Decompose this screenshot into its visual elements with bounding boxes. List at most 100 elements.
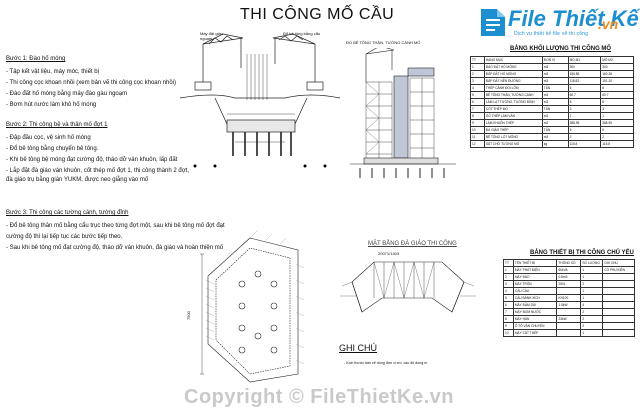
table-cell bbox=[602, 280, 635, 288]
table-cell: CẦU CẨU bbox=[512, 287, 558, 295]
table-cell bbox=[602, 287, 635, 295]
step-1-line: - Đào đất hố móng bằng máy đào gàu ngoạm bbox=[6, 91, 128, 97]
table-cell: 5 bbox=[503, 294, 514, 302]
table-cell bbox=[556, 322, 582, 330]
table-cell: 2 bbox=[503, 273, 514, 281]
scaffold-plan-title: MẶT BẰNG ĐÀ GIÁO THI CÔNG bbox=[368, 241, 457, 247]
table-cell bbox=[602, 322, 635, 330]
table-cell: 300 bbox=[600, 63, 634, 71]
table-cell: 388.95 bbox=[600, 119, 634, 127]
table-cell: 5 bbox=[470, 91, 485, 99]
table-cell: MÁY ĐÀO bbox=[512, 273, 558, 281]
table-cell: 7 bbox=[470, 105, 485, 113]
table-cell: LÀM KHUÔN THÉP bbox=[483, 119, 543, 127]
table-cell: GỖ THÉP LÀM VÁN bbox=[483, 112, 543, 120]
step-2-line: - Khi bê tông bệ móng đạt cường độ, tháo… bbox=[6, 157, 178, 163]
table-cell: 1 bbox=[580, 294, 604, 302]
table-cell: 1 bbox=[580, 329, 604, 337]
step-3-line: cường độ thì lại tiếp tục các bước tiếp … bbox=[6, 234, 123, 240]
step-2-line: - Đập đầu cọc, vệ sinh hố móng bbox=[6, 135, 91, 141]
table-cell: TẤN bbox=[541, 105, 569, 113]
table-cell: TẤN bbox=[541, 126, 569, 134]
table-cell: 60kVA bbox=[556, 266, 582, 274]
table-cell: 8 bbox=[470, 112, 485, 120]
table1-header-cell: MỐ M2 bbox=[600, 56, 634, 64]
note-text: - Kích thước bản vẽ dùng đơn vị cm, cao … bbox=[344, 361, 428, 365]
scaffold-plan-drawing bbox=[340, 261, 476, 313]
table-cell: 156.85 bbox=[567, 70, 602, 78]
table-cell: 4 bbox=[580, 301, 604, 309]
table-cell: 8 bbox=[600, 98, 634, 106]
table-cell: 2 bbox=[567, 133, 602, 141]
table-cell: 6 bbox=[600, 84, 634, 92]
table-cell: 1 bbox=[580, 287, 604, 295]
table-cell: m3 bbox=[541, 91, 569, 99]
table-cell: CÓ PHỤ KIỆN bbox=[602, 266, 635, 274]
table-cell: 300 bbox=[567, 63, 602, 71]
table-cell bbox=[602, 301, 635, 309]
table2-title: BẢNG THIẾT BỊ THI CÔNG CHỦ YẾU bbox=[530, 250, 634, 256]
table-cell: 3 bbox=[470, 77, 485, 85]
table-cell: ĐÀO ĐẤT HỐ MÓNG bbox=[483, 63, 543, 71]
table-cell: MÁY PHÁT ĐIỆN bbox=[512, 266, 558, 274]
table-cell: CẨU BÁNH XÍCH bbox=[512, 294, 558, 302]
table-cell: 11 bbox=[470, 133, 485, 141]
plan-vertical-dimension: 7500 bbox=[186, 311, 191, 320]
table-cell: 6 bbox=[503, 301, 514, 309]
table-cell: 5 bbox=[600, 126, 634, 134]
table-cell: 2 bbox=[580, 322, 604, 330]
table-cell: 1 bbox=[470, 63, 485, 71]
table-cell: 250L bbox=[556, 280, 582, 288]
table-cell: 1 bbox=[567, 112, 602, 120]
logo-tagline: Dịch vụ thiết kế file vẽ thi công bbox=[514, 31, 589, 37]
table-cell bbox=[602, 329, 635, 337]
table-cell: 118.82 bbox=[567, 77, 602, 85]
crane-right-label: Đổ bê tông bằng cẩu bbox=[283, 31, 321, 36]
table1-title: BẢNG KHỐI LƯỢNG THI CÔNG MỐ bbox=[510, 46, 612, 52]
table-cell: m3 bbox=[541, 63, 569, 71]
table-cell: 115.8 bbox=[600, 140, 634, 148]
table-cell bbox=[556, 308, 582, 316]
table-cell: 3 bbox=[503, 280, 514, 288]
step-1-line: - Bơm hút nước làm khô hố móng bbox=[6, 102, 97, 108]
table-cell bbox=[556, 329, 582, 337]
table-cell: CỐT THÉP MỐ bbox=[483, 105, 543, 113]
table-cell bbox=[602, 273, 635, 281]
table-cell: 8 bbox=[503, 315, 514, 323]
file-icon bbox=[481, 9, 505, 36]
table-cell: ĐÀ GIÁO THÉP bbox=[483, 126, 543, 134]
construction-steps-2: Bước 2: Thi công bệ và thân mố đợt 1 - Đ… bbox=[6, 122, 191, 184]
table-cell: 3 bbox=[600, 105, 634, 113]
table-cell: m3 bbox=[541, 133, 569, 141]
step-1-heading: Bước 1: Đào hố móng bbox=[6, 56, 66, 62]
table-cell: 8 bbox=[567, 98, 602, 106]
table-cell: 4 bbox=[503, 287, 514, 295]
site-logo[interactable]: File Thiết Kế .vn Dịch vụ thiết kế file … bbox=[478, 4, 640, 42]
step-2-line: - Đổ bê tông bằng chuyển bê tông. bbox=[6, 146, 99, 152]
table-cell: 0.8m3 bbox=[556, 273, 582, 281]
table1-header-cell: TT bbox=[470, 56, 485, 64]
scaffold-plan-dimension: 20071/1403 bbox=[378, 251, 400, 256]
abutment-elevation-drawing bbox=[179, 33, 341, 168]
table-cell: 1 bbox=[600, 112, 634, 120]
table-cell: Ô TÔ VẬN CHUYỂN bbox=[512, 322, 558, 330]
table-cell: 115.8 bbox=[567, 140, 602, 148]
table-cell: 12 bbox=[470, 140, 485, 148]
table-cell: ĐẮP ĐẤT NỀN ĐƯỜNG bbox=[483, 77, 543, 85]
table-cell: KH100 bbox=[556, 294, 582, 302]
table2-header-cell: THÔNG SỐ bbox=[556, 259, 582, 267]
